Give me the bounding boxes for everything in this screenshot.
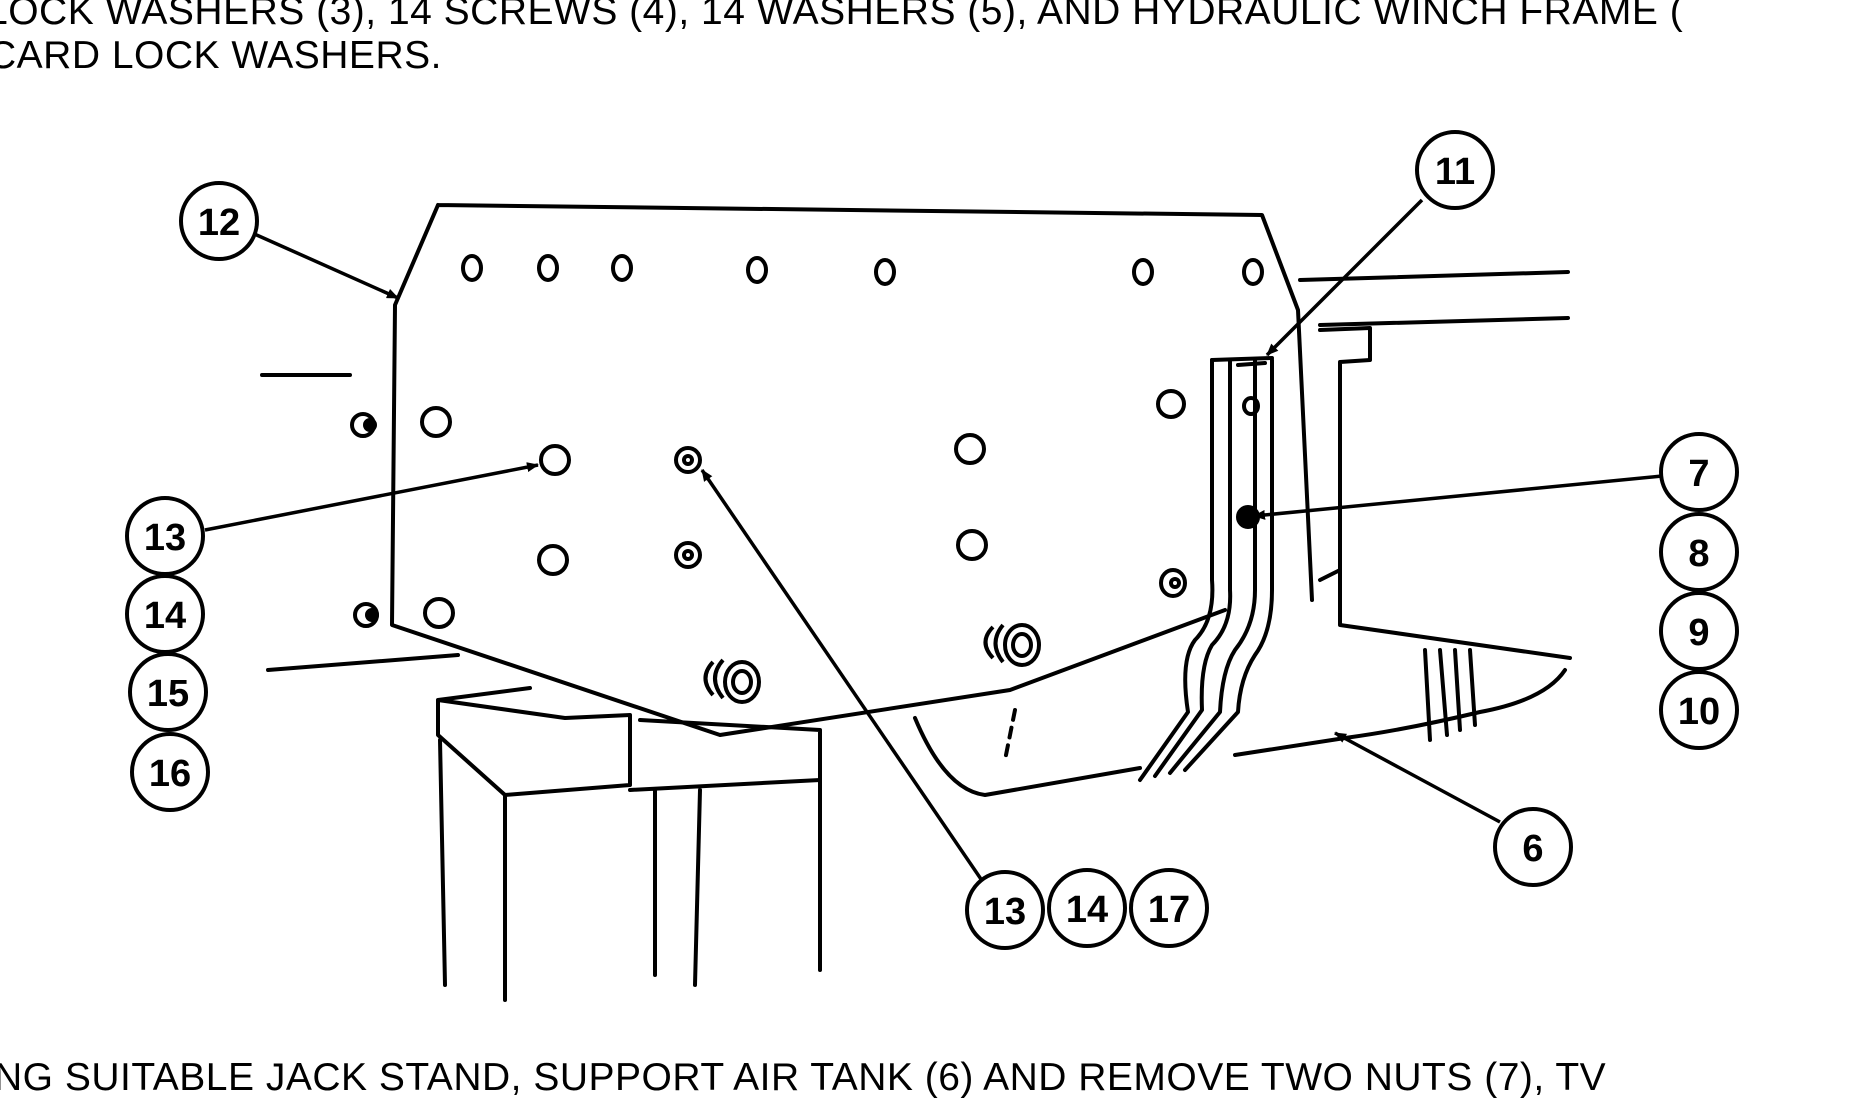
svg-text:9: 9 — [1688, 612, 1709, 654]
leader-11 — [1265, 198, 1424, 357]
svg-text:7: 7 — [1688, 453, 1709, 495]
callout-6: 6 — [1493, 807, 1573, 887]
svg-text:10: 10 — [1678, 691, 1720, 733]
svg-text:8: 8 — [1688, 533, 1709, 575]
frame-bolts — [350, 412, 1260, 628]
svg-text:13: 13 — [144, 517, 186, 559]
leader-13-bottom — [700, 469, 987, 886]
callout-7: 7 — [1659, 432, 1739, 512]
callout-10: 10 — [1659, 670, 1739, 750]
callout-12: 12 — [179, 181, 259, 261]
instruction-text-top-1: LOCK WASHERS (3), 14 SCREWS (4), 14 WASH… — [0, 0, 1684, 33]
svg-text:12: 12 — [198, 202, 240, 244]
leader-6 — [1334, 731, 1501, 824]
callout-9: 9 — [1659, 591, 1739, 671]
svg-text:14: 14 — [1066, 889, 1108, 931]
svg-text:13: 13 — [984, 891, 1026, 933]
svg-text:15: 15 — [147, 673, 189, 715]
winch-frame-plate — [390, 203, 1314, 737]
frame-holes — [420, 389, 1260, 629]
leader-7 — [1253, 474, 1663, 520]
support-stand — [436, 686, 822, 1002]
leader-12 — [249, 230, 399, 300]
callout-16: 16 — [130, 732, 210, 812]
callout-14-left: 14 — [125, 574, 205, 654]
callout-17: 17 — [1129, 868, 1209, 948]
leader-13-left — [204, 462, 539, 532]
tank-strap — [1138, 358, 1274, 782]
instruction-text-bottom: NG SUITABLE JACK STAND, SUPPORT AIR TANK… — [0, 1056, 1607, 1099]
callout-13-left: 13 — [125, 496, 205, 576]
frame-holes-top-row — [461, 254, 1264, 286]
svg-text:17: 17 — [1148, 889, 1190, 931]
svg-text:11: 11 — [1435, 151, 1475, 193]
callout-11: 11 — [1415, 130, 1495, 210]
tank-mount-bolts — [703, 623, 1041, 704]
callout-14-bottom: 14 — [1047, 868, 1127, 948]
instruction-text-top-2: CARD LOCK WASHERS. — [0, 34, 442, 77]
svg-text:14: 14 — [144, 595, 186, 637]
callout-15: 15 — [128, 652, 208, 732]
callout-8: 8 — [1659, 512, 1739, 592]
svg-text:6: 6 — [1522, 828, 1543, 870]
frame-rail-left — [260, 373, 460, 672]
svg-text:16: 16 — [149, 753, 191, 795]
callout-13-bottom: 13 — [965, 870, 1045, 950]
